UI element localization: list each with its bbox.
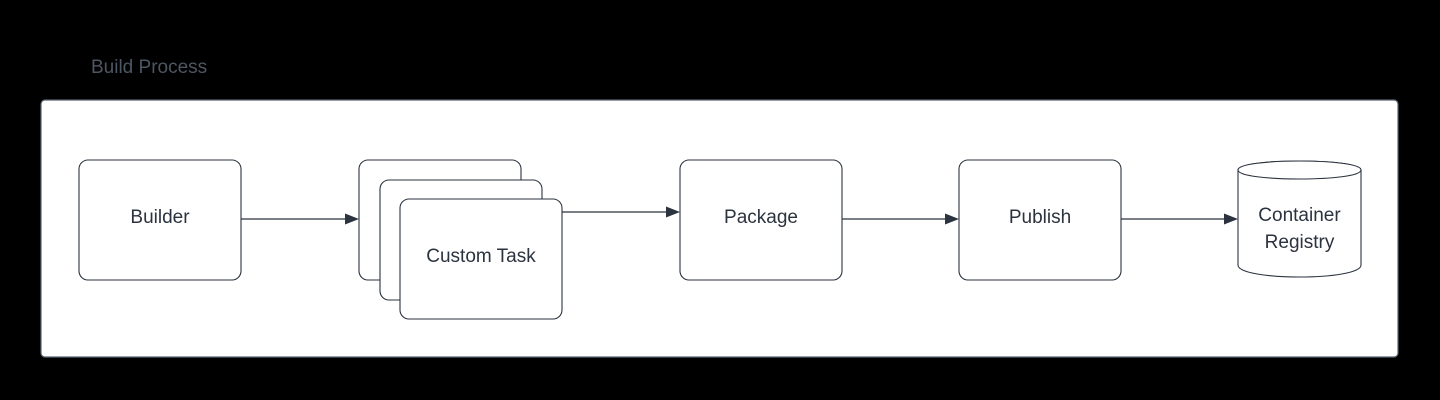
arrowhead-icon — [1224, 213, 1238, 225]
node-builder[interactable]: Builder — [78, 159, 242, 281]
node-publish[interactable]: Publish — [958, 159, 1122, 281]
arrowhead-icon — [345, 213, 359, 225]
edge-custom-task-to-package[interactable] — [562, 206, 680, 218]
node-container-registry-label-line1: Container — [1258, 205, 1341, 226]
edge-builder-to-custom-task[interactable] — [241, 213, 359, 225]
node-custom-task-front-label: Custom Task — [426, 246, 536, 267]
node-builder-rect[interactable] — [78, 159, 242, 281]
edge-package-to-publish[interactable] — [842, 213, 959, 225]
node-package-rect[interactable] — [679, 159, 843, 281]
node-package-label: Package — [724, 207, 798, 228]
node-builder-label: Builder — [130, 207, 190, 228]
node-publish-rect[interactable] — [958, 159, 1122, 281]
edge-publish-to-container-registry[interactable] — [1121, 213, 1238, 225]
node-container-registry[interactable]: Container Registry — [1237, 160, 1362, 278]
node-package[interactable]: Package — [679, 159, 843, 281]
node-custom-task-front[interactable]: Custom Task — [399, 198, 563, 320]
node-custom-task-front-rect[interactable] — [399, 198, 563, 320]
node-container-registry-label-line2: Registry — [1265, 232, 1335, 253]
arrowhead-icon — [666, 206, 680, 218]
group-title: Build Process — [91, 57, 207, 78]
cylinder-top-ellipse-icon — [1237, 160, 1362, 180]
arrowhead-icon — [945, 213, 959, 225]
node-publish-label: Publish — [1009, 207, 1071, 228]
